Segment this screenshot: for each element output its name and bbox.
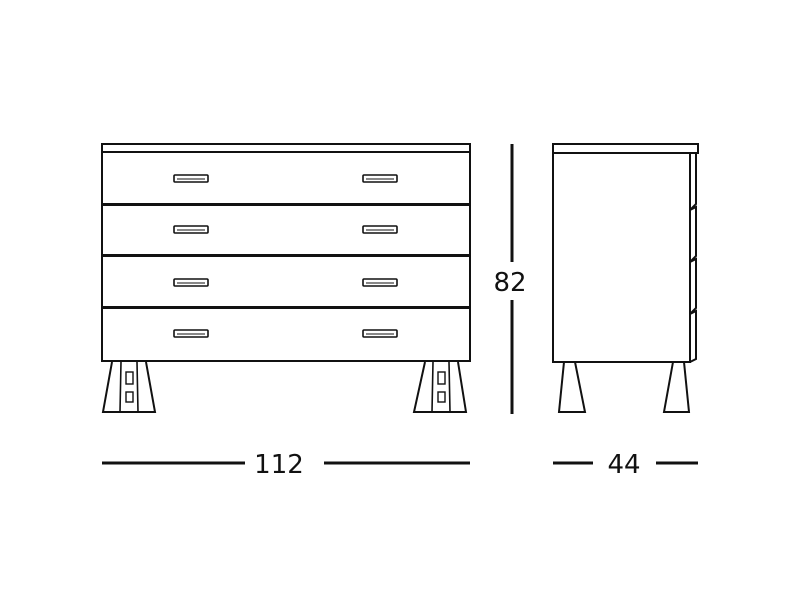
- handle-d2-left: [173, 225, 209, 234]
- side-leg-right: [662, 361, 691, 413]
- front-leg-left: [101, 361, 157, 413]
- front-drawer-4: [101, 307, 471, 362]
- handle-d1-left: [173, 174, 209, 183]
- height-label: 82: [493, 268, 526, 298]
- depth-label: 44: [607, 450, 640, 480]
- front-drawer-1: [101, 151, 471, 205]
- side-drawer-profile: [689, 152, 697, 363]
- handle-d4-right: [362, 329, 398, 338]
- front-drawer-3: [101, 255, 471, 308]
- side-leg-left: [557, 361, 587, 413]
- front-top-slab: [101, 143, 471, 153]
- front-drawer-2: [101, 204, 471, 256]
- side-body: [552, 152, 691, 363]
- front-handles: [173, 174, 398, 338]
- side-top-slab: [552, 143, 699, 154]
- height-dimension: 82: [493, 144, 527, 414]
- handle-d1-right: [362, 174, 398, 183]
- handle-d3-left: [173, 278, 209, 287]
- width-label: 112: [254, 450, 304, 480]
- front-leg-right: [412, 361, 468, 413]
- width-dimension: 112: [102, 450, 470, 480]
- handle-d3-right: [362, 278, 398, 287]
- handle-d4-left: [173, 329, 209, 338]
- depth-dimension: 44: [553, 450, 698, 480]
- front-view: [101, 143, 471, 413]
- side-view: [552, 143, 699, 413]
- handle-d2-right: [362, 225, 398, 234]
